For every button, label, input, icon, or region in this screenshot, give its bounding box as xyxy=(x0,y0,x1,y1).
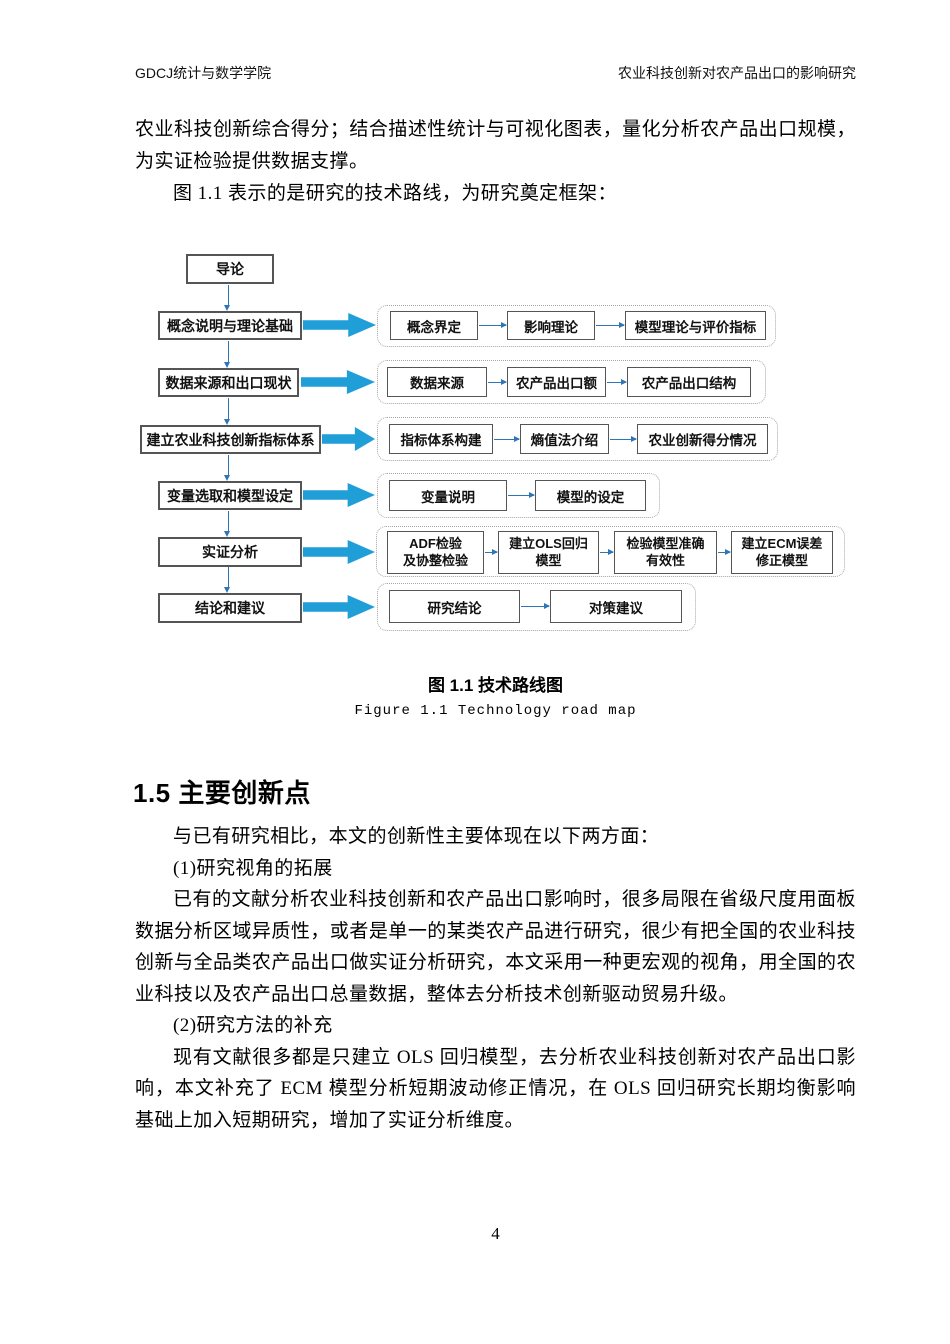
flow-stage-box: 数据来源和出口现状 xyxy=(158,368,299,397)
flow-step-box: 模型的设定 xyxy=(535,480,646,511)
flow-step-box: 指标体系构建 xyxy=(389,424,493,454)
right-arrow-icon xyxy=(600,548,614,555)
flow-step-box: 模型理论与评价指标 xyxy=(625,311,766,340)
flow-node-introduction: 导论 xyxy=(186,254,274,284)
block-arrow-icon xyxy=(303,483,375,507)
flow-step-box: 农产品出口额 xyxy=(507,367,606,397)
block-arrow-icon xyxy=(322,427,375,451)
section-paragraph: (1)研究视角的拓展 xyxy=(173,857,333,879)
flow-step-box: 变量说明 xyxy=(389,480,507,511)
figure-caption-zh: 图 1.1 技术路线图 xyxy=(427,676,564,695)
flow-step-box: 建立OLS回归 模型 xyxy=(498,531,599,574)
right-arrow-icon xyxy=(508,491,535,498)
down-arrow-icon xyxy=(224,455,231,481)
section-body: 与已有研究相比，本文的创新性主要体现在以下两方面： (1)研究视角的拓展 已有的… xyxy=(135,821,856,1136)
figure-caption-en: Figure 1.1 Technology road map xyxy=(354,703,637,719)
down-arrow-icon xyxy=(224,285,231,311)
flow-step-line: 修正模型 xyxy=(755,552,808,568)
flow-step-box: 农产品出口结构 xyxy=(627,367,751,397)
flow-step-box: 熵值法介绍 xyxy=(520,424,609,454)
flow-step-box: 数据来源 xyxy=(387,367,487,397)
flow-group-outline xyxy=(377,473,660,518)
flow-group-outline xyxy=(377,583,696,631)
flow-step-box: 对策建议 xyxy=(550,590,682,623)
flow-step-box: 研究结论 xyxy=(389,590,520,623)
block-arrow-icon xyxy=(303,595,375,619)
section-paragraph: (2)研究方法的补充 xyxy=(173,1015,333,1036)
flow-step-box: 检验模型准确 有效性 xyxy=(614,531,717,574)
page-header: GDCJ统计与数学学院 农业科技创新对农产品出口的影响研究 xyxy=(135,64,856,82)
flow-group-outline xyxy=(377,360,766,404)
header-right-text: 农业科技创新对农产品出口的影响研究 xyxy=(618,65,856,81)
block-arrow-icon xyxy=(303,313,376,337)
flow-step-box: 影响理论 xyxy=(507,311,595,340)
flow-step-line: ADF检验 xyxy=(409,535,462,551)
right-arrow-icon xyxy=(610,435,637,442)
right-arrow-icon xyxy=(596,321,625,328)
down-arrow-icon xyxy=(224,398,231,425)
flow-step-box: 建立ECM误差 修正模型 xyxy=(731,531,833,574)
flow-step-box: 概念界定 xyxy=(390,311,478,340)
header-left-text: GDCJ统计与数学学院 xyxy=(135,65,272,81)
page-number: 4 xyxy=(491,1224,500,1243)
flow-group-outline xyxy=(376,526,845,577)
right-arrow-icon xyxy=(521,602,550,609)
paragraph-intro: 农业科技创新综合得分；结合描述性统计与可视化图表，量化分析农产品出口规模，为实证… xyxy=(135,119,856,172)
flow-step-box: 农业创新得分情况 xyxy=(637,424,768,454)
flow-stage-box: 概念说明与理论基础 xyxy=(158,311,302,340)
flow-step-line: 及协整检验 xyxy=(402,552,468,568)
section-heading: 1.5 主要创新点 xyxy=(133,778,311,808)
flow-stage-box: 结论和建议 xyxy=(158,593,302,623)
down-arrow-icon xyxy=(224,567,231,593)
down-arrow-icon xyxy=(224,511,231,537)
section-paragraph: 现有文献很多都是只建立 OLS 回归模型，去分析农业科技创新对农产品出口影响，本… xyxy=(135,1046,856,1131)
flow-step-line: 建立ECM误差 xyxy=(741,535,823,551)
right-arrow-icon xyxy=(488,378,507,385)
flow-step-line: 模型 xyxy=(535,552,562,568)
flow-group-outline xyxy=(377,305,776,347)
paragraph-figure-lead: 图 1.1 表示的是研究的技术路线，为研究奠定框架： xyxy=(173,183,617,204)
down-arrow-icon xyxy=(224,341,231,368)
flow-step-line: 检验模型准确 xyxy=(626,535,705,551)
right-arrow-icon xyxy=(485,548,498,555)
flow-stage-box: 建立农业科技创新指标体系 xyxy=(140,425,321,454)
right-arrow-icon xyxy=(479,321,507,328)
flow-group-outline xyxy=(377,417,778,461)
right-arrow-icon xyxy=(494,435,520,442)
right-arrow-icon xyxy=(607,378,627,385)
block-arrow-icon xyxy=(303,540,375,564)
flow-stage-box: 变量选取和模型设定 xyxy=(158,481,302,510)
section-paragraph: 与已有研究相比，本文的创新性主要体现在以下两方面： xyxy=(173,826,660,847)
flow-step-line: 建立OLS回归 xyxy=(509,535,588,551)
flow-stage-box: 实证分析 xyxy=(158,537,302,567)
flow-step-line: 有效性 xyxy=(645,552,685,568)
section-paragraph: 已有的文献分析农业科技创新和农产品出口影响时，很多局限在省级尺度用面板数据分析区… xyxy=(135,889,856,1005)
block-arrow-icon xyxy=(301,370,375,394)
right-arrow-icon xyxy=(718,548,731,555)
flow-step-box: ADF检验 及协整检验 xyxy=(387,531,484,574)
